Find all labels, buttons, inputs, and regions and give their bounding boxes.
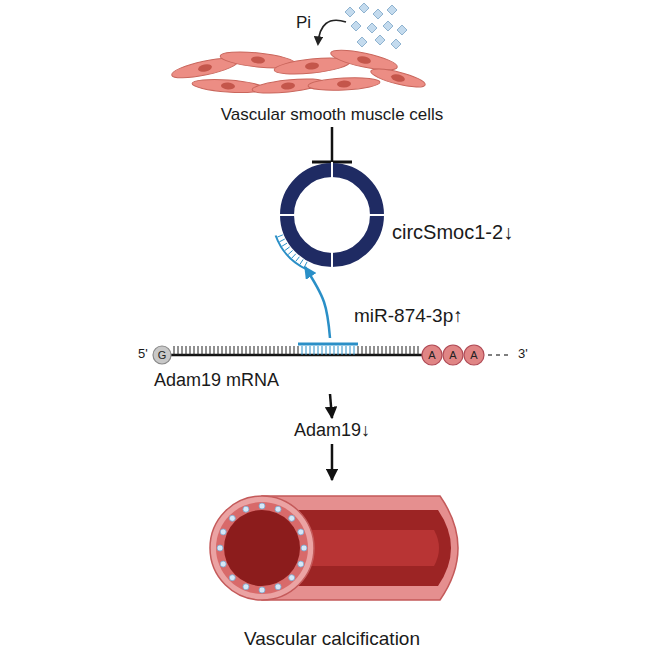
connector-arrow bbox=[305, 267, 330, 338]
phosphate-crystals bbox=[345, 3, 407, 49]
circrna-ring-shape bbox=[280, 163, 384, 267]
node-text: Adam19 mRNA bbox=[154, 370, 279, 391]
connector-arrow bbox=[330, 394, 332, 418]
polya-letter: A bbox=[449, 349, 456, 361]
vessel-illustration bbox=[210, 496, 458, 600]
cell-group: Vascular smooth muscle cells bbox=[180, 55, 484, 127]
node-text: Vascular calcification bbox=[244, 628, 420, 650]
node-text: Adam19↓ bbox=[294, 420, 370, 441]
strand-end-label: 3' bbox=[518, 347, 528, 361]
connector-arrow bbox=[331, 127, 334, 163]
calcification-dots bbox=[217, 503, 307, 593]
smooth-muscle-cells bbox=[170, 46, 426, 96]
strand-end-label: 5' bbox=[138, 347, 148, 361]
ion-label: Pi bbox=[296, 14, 311, 33]
mirna-label: miR-874-3p↑ bbox=[354, 306, 463, 327]
polya-letter: A bbox=[428, 349, 435, 361]
circrna-ring: circSmoc1-2↓ bbox=[280, 163, 384, 267]
connector-arrow bbox=[331, 444, 334, 480]
mrna-strand bbox=[153, 344, 512, 365]
uptake-arrow bbox=[318, 20, 346, 44]
cap-letter: G bbox=[158, 349, 167, 361]
vessel-box: Vascular calcification bbox=[192, 480, 472, 658]
mrna-strand-box: Adam19 mRNA bbox=[130, 338, 530, 394]
node-text: Vascular smooth muscle cells bbox=[221, 105, 444, 125]
polya-letter: A bbox=[470, 349, 477, 361]
protein-label-box: Adam19↓ bbox=[290, 418, 374, 444]
node-text: circSmoc1-2↓ bbox=[392, 221, 513, 244]
